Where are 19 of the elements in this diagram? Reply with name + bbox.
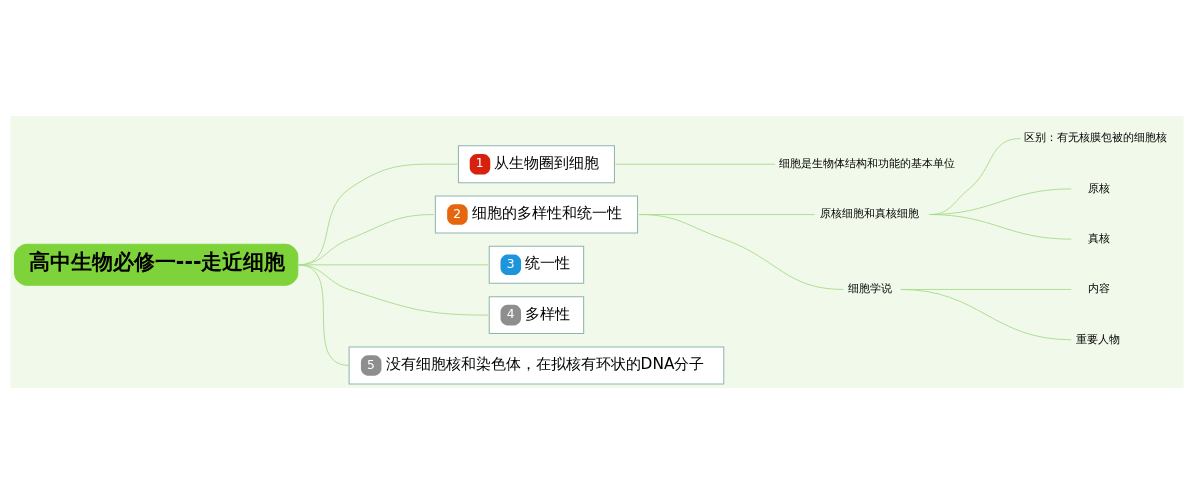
node-box: 3 统一性 [488, 245, 584, 284]
node-box: 4 多样性 [488, 296, 584, 335]
node-text: 区别：有无核膜包被的细胞核 [1024, 131, 1167, 145]
connector [928, 214, 1072, 240]
node-text: 细胞学说 [847, 282, 892, 296]
node-box: 高中生物必修一---走近细胞 [13, 243, 298, 286]
node-box: 1 从生物圈到细胞 [457, 145, 615, 184]
connector [296, 264, 350, 366]
node-box: 2 细胞的多样性和统一性 [434, 195, 638, 234]
connector [614, 163, 776, 165]
connector [638, 214, 844, 290]
node-box: 5 没有细胞核和染色体，在拟核有环状的DNA分子 [348, 346, 724, 385]
connector [899, 289, 1072, 341]
node-text: 原核细胞和真核细胞 [819, 207, 919, 221]
node-text: 细胞是生物体结构和功能的基本单位 [778, 157, 955, 171]
node-text: 真核 [1087, 232, 1110, 246]
node-text: 原核 [1087, 181, 1110, 195]
node-text: 重要人物 [1075, 332, 1120, 346]
node-text: 内容 [1087, 282, 1110, 296]
